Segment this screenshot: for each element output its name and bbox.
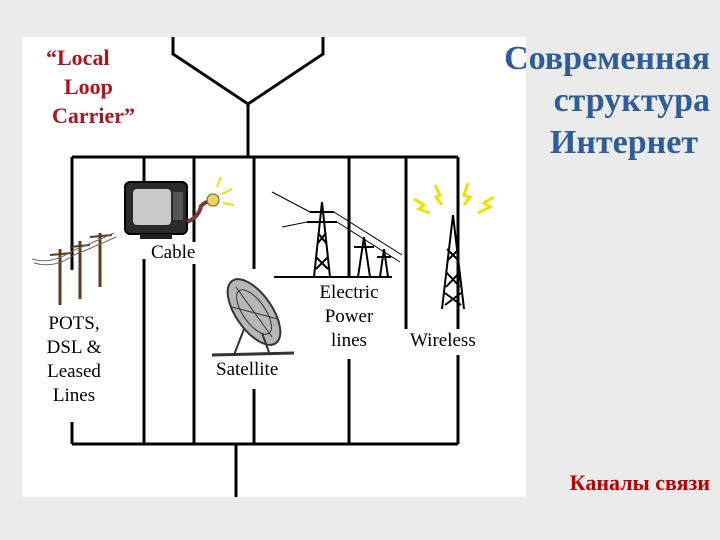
satellite-label: Satellite xyxy=(214,359,281,381)
pots-label: POTS, DSL & Leased Lines xyxy=(36,312,112,408)
wireless-label: Wireless xyxy=(408,330,478,352)
local-loop-line-3: Carrier” xyxy=(52,103,136,128)
slide-title: Современная структура Интернет xyxy=(460,38,710,164)
title-line-2: структура xyxy=(553,82,710,119)
network-diagram: “Local Loop Carrier” Cable POTS, DSL & L… xyxy=(22,37,526,497)
telephone-pole-icon xyxy=(31,232,117,305)
backbone-fork xyxy=(171,37,325,106)
title-line-3: Интернет xyxy=(549,124,698,161)
pots-line-2: DSL & xyxy=(46,337,102,358)
electric-label: Electric Power lines xyxy=(311,281,387,353)
pots-line-4: Lines xyxy=(52,385,96,406)
diagram-lines xyxy=(31,37,495,497)
title-line-1: Современная xyxy=(504,40,710,77)
pots-line-1: POTS, xyxy=(48,313,100,334)
satellite-dish-icon xyxy=(211,278,295,357)
local-loop-line-2: Loop xyxy=(64,74,113,99)
tv-set-icon xyxy=(124,176,235,239)
power-tower-icon xyxy=(271,191,403,278)
local-loop-label: “Local Loop Carrier” xyxy=(42,43,135,130)
electric-line-1: Electric xyxy=(319,282,379,303)
local-loop-line-1: “Local xyxy=(46,45,110,70)
electric-line-2: Power xyxy=(324,306,374,327)
pots-line-3: Leased xyxy=(47,361,101,382)
footer-label: Каналы связи xyxy=(569,470,710,495)
radio-tower-icon xyxy=(413,182,495,310)
electric-line-3: lines xyxy=(331,330,367,351)
cable-label: Cable xyxy=(149,242,198,264)
